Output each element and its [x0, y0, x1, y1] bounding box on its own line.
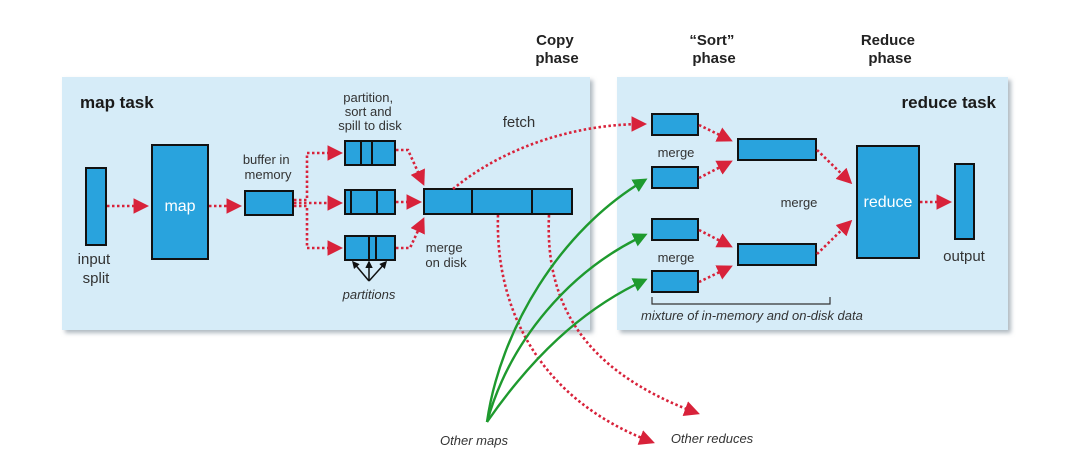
output-box [954, 163, 975, 240]
arrow-spill-1-to-merge [396, 148, 425, 186]
spill-file-2 [344, 189, 396, 215]
sort-phase-label: “Sort” phase [689, 32, 738, 67]
reduce-box [856, 145, 920, 259]
merge-on-disk-label: merge on disk [425, 240, 467, 270]
input-split-box [85, 167, 107, 246]
arrow-other-map-3 [486, 278, 648, 423]
reduce-label: reduce [864, 194, 913, 211]
mixture-label: mixture of in-memory and on-disk data [641, 308, 863, 323]
map-box [151, 144, 209, 260]
reduce-segment-2 [651, 166, 699, 189]
arrow-seg3-to-merged2 [698, 228, 733, 248]
reduce-segment-4 [651, 270, 699, 293]
map-label: map [164, 198, 195, 215]
spill-file-1 [344, 140, 396, 166]
arrow-to-other-reduces-2 [547, 214, 700, 417]
arrow-to-other-reduces-1 [496, 214, 655, 445]
partitions-label: partitions [342, 287, 396, 302]
arrow-seg1-to-merged1 [698, 123, 733, 142]
map-task-title: map task [80, 93, 154, 112]
reduce-task-title: reduce task [902, 93, 997, 112]
copy-phase-label: Copy phase [535, 32, 578, 67]
merge-middle-label: merge [781, 195, 818, 210]
input-split-label: input split [78, 251, 115, 287]
arrow-buffer-to-spill-3 [294, 204, 344, 256]
merged-file-2 [737, 243, 817, 266]
arrow-buffer-to-spill-1 [294, 145, 344, 202]
reduce-phase-label: Reduce phase [861, 32, 919, 67]
partitions-pointer [352, 260, 388, 282]
arrow-other-map-2 [485, 233, 648, 423]
spill-label: partition, sort and spill to disk [338, 90, 402, 133]
output-label: output [943, 248, 986, 265]
fetch-label: fetch [503, 114, 536, 131]
other-reduces-label: Other reduces [671, 431, 754, 446]
arrow-other-map-1 [485, 178, 648, 423]
arrow-seg2-to-merged1 [698, 160, 733, 180]
buffer-label: buffer in memory [243, 152, 293, 182]
merge-bottom-label: merge [658, 250, 695, 265]
merged-map-output [423, 188, 573, 215]
arrow-seg4-to-merged2 [698, 265, 733, 284]
mixture-bracket [651, 297, 831, 305]
merged-file-1 [737, 138, 817, 161]
other-maps-label: Other maps [440, 433, 508, 448]
buffer-box [244, 190, 294, 216]
merge-top-label: merge [658, 145, 695, 160]
spill-file-3 [344, 235, 396, 261]
reduce-segment-3 [651, 218, 699, 241]
reduce-segment-1 [651, 113, 699, 136]
